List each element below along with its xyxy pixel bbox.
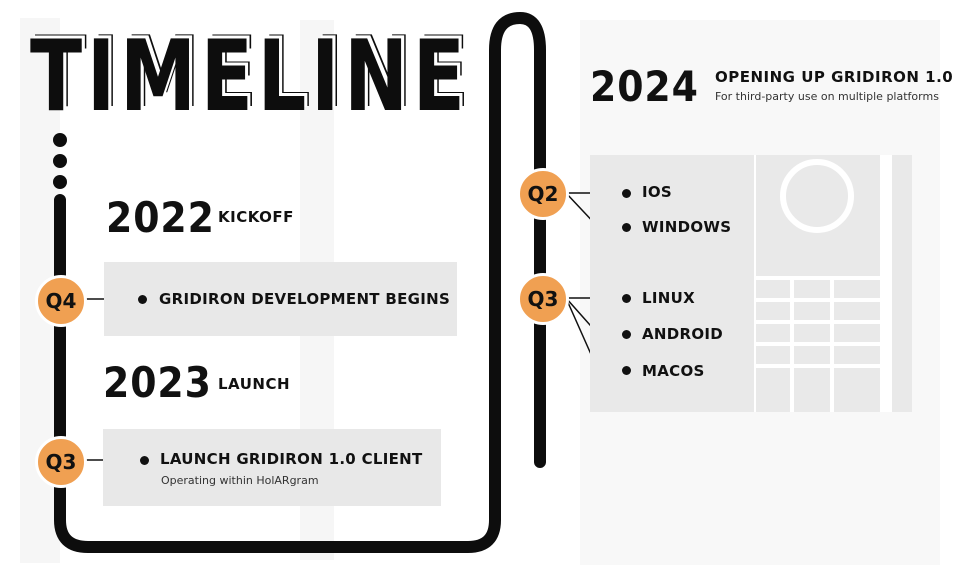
year-2023-label: LAUNCH — [218, 375, 291, 393]
quarter-badge-q3-2024: Q3 — [517, 273, 569, 325]
platform-item: ANDROID — [642, 325, 724, 343]
platform-item: MACOS — [642, 362, 705, 380]
timeline-path — [54, 11, 546, 553]
page-title: TIMELINE — [30, 20, 470, 134]
bullet-dot — [138, 295, 147, 304]
quarter-badge-q2-2024: Q2 — [517, 168, 569, 220]
year-2024: 2024 — [590, 62, 699, 111]
milestone-card-2023 — [103, 429, 441, 506]
timeline-dot — [53, 175, 67, 189]
milestone-2023-item: LAUNCH GRIDIRON 1.0 CLIENT — [160, 450, 423, 468]
milestone-2022-item: GRIDIRON DEVELOPMENT BEGINS — [159, 290, 451, 308]
milestone-card-2022 — [104, 262, 457, 336]
year-2023: 2023 — [103, 358, 212, 407]
platform-item: WINDOWS — [642, 218, 732, 236]
bullet-dot — [622, 189, 631, 198]
milestone-2023-subtext: Operating within HolARgram — [161, 474, 319, 487]
bullet-dot — [622, 366, 631, 375]
bullet-dot — [622, 330, 631, 339]
bullet-dot — [140, 456, 149, 465]
platform-panel — [590, 155, 912, 412]
quarter-badge-q4-2022: Q4 — [35, 275, 87, 327]
platform-item: LINUX — [642, 289, 695, 307]
bullet-dot — [622, 223, 631, 232]
year-2024-label: OPENING UP GRIDIRON 1.0 — [715, 68, 954, 86]
year-2022-label: KICKOFF — [218, 208, 294, 226]
quarter-badge-q3-2023: Q3 — [35, 436, 87, 488]
year-2024-subtext: For third-party use on multiple platform… — [715, 90, 939, 103]
year-2022: 2022 — [106, 193, 215, 242]
timeline-dot — [53, 133, 67, 147]
platform-item: IOS — [642, 183, 673, 201]
timeline-dot — [53, 154, 67, 168]
bullet-dot — [622, 294, 631, 303]
